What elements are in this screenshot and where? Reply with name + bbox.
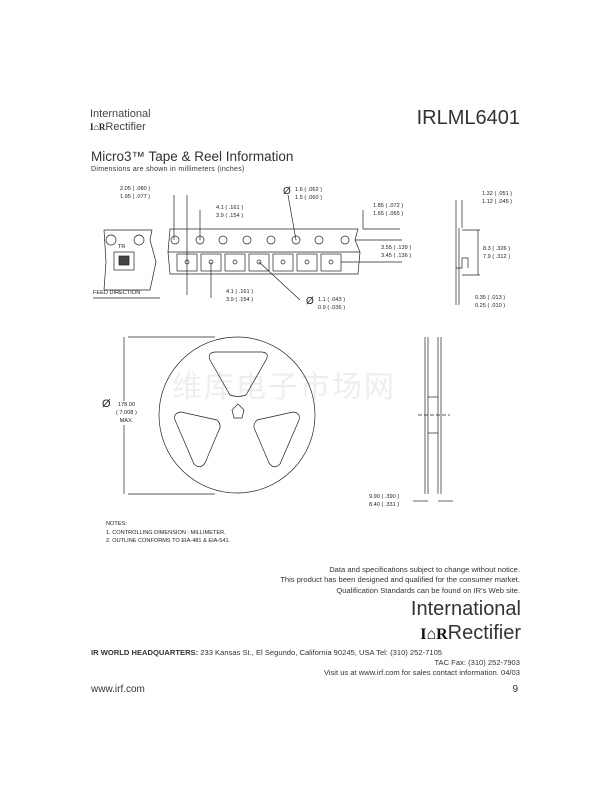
footer-logo-rectifier: I⌂RRectifier — [420, 622, 521, 644]
visit-line: Visit us at www.irf.com for sales contac… — [323, 668, 520, 677]
reel-outline — [158, 336, 316, 494]
diameter-symbol: Ø — [102, 398, 111, 410]
hq-line: IR WORLD HEADQUARTERS: 233 Kansas St., E… — [91, 648, 443, 657]
dim-reel-hub: 9.90 ( .390 )8.40 ( .331 ) — [369, 494, 400, 508]
reel-hub — [231, 403, 245, 419]
sprocket-hole-icon — [133, 234, 145, 246]
page-number: 9 — [512, 684, 518, 695]
logo-rectifier-text: Rectifier — [105, 121, 146, 133]
dim-sprocket-pitch: 2.05 ( .080 )1.95 ( .077 ) — [120, 186, 151, 200]
tape-end-piece — [103, 229, 157, 291]
dim-edge: 1.85 ( .072 )1.65 ( .065 ) — [373, 203, 404, 217]
dim-pitch-top: 4.1 ( .161 )3.9 ( .154 ) — [216, 205, 244, 219]
sprocket-hole-icon — [105, 234, 117, 246]
note-item: 1. CONTROLLING DIMENSION : MILLIMETER. — [106, 529, 226, 536]
diameter-symbol: Ø — [283, 186, 291, 197]
watermark: 维库电子市场网 — [172, 370, 396, 405]
footer-logo-international: International — [410, 598, 521, 620]
logo-rectifier: I⌂RRectifier — [90, 121, 146, 133]
notes: NOTES: 1. CONTROLLING DIMENSION : MILLIM… — [106, 520, 230, 546]
ior-mark: I⌂R — [420, 626, 448, 643]
reel-window — [253, 411, 300, 468]
feed-direction-label: FEED DIRECTION — [93, 290, 141, 296]
sprocket-holes — [170, 235, 350, 245]
dim-side-thickness: 1.32 ( .051 )1.12 ( .045 ) — [482, 191, 513, 205]
dim-hole-diameter: 1.6 ( .062 )1.5 ( .060 ) — [295, 187, 323, 201]
fax: TAC Fax: (310) 252-7903 — [434, 658, 520, 667]
website-link[interactable]: www.irf.com — [91, 684, 145, 695]
carrier-tape — [167, 228, 361, 275]
dim-pitch-bottom: 4.1 ( .161 )3.9 ( .154 ) — [226, 289, 254, 303]
disclaimer: Data and specifications subject to chang… — [280, 565, 520, 595]
tape-side-view — [455, 228, 469, 278]
note-item: 2. OUTLINE CONFORMS TO EIA-481 & EIA-541… — [106, 538, 231, 544]
section-subtitle: Dimensions are shown in millimeters (inc… — [91, 166, 245, 173]
dim-tape-width: 8.3 ( .326 )7.9 ( .312 ) — [483, 246, 511, 260]
pockets — [176, 253, 342, 272]
part-number: IRLML6401 — [416, 107, 520, 129]
section-title: Micro3™ Tape & Reel Information — [91, 149, 294, 164]
dim-hole-to-pocket: 3.55 ( .139 )3.45 ( .136 ) — [381, 245, 412, 259]
dim-pocket-hole: 1.1 ( .043 )0.9 ( .036 ) — [318, 297, 346, 311]
diameter-symbol: Ø — [306, 296, 314, 307]
notes-heading: NOTES: — [106, 521, 127, 527]
reel-side-view — [413, 337, 453, 502]
ior-mark: I⌂R — [90, 122, 106, 132]
logo-international: International — [90, 108, 151, 120]
reel-window — [208, 351, 268, 397]
tr-label: TR — [118, 244, 126, 250]
device-outline-icon — [113, 251, 135, 271]
dim-reel-diameter: 178.00( 7.008 )MAX. — [116, 401, 137, 425]
dim-tape-thickness: 0.35 ( .013 )0.25 ( .010 ) — [475, 295, 506, 309]
reel-window — [174, 411, 221, 468]
